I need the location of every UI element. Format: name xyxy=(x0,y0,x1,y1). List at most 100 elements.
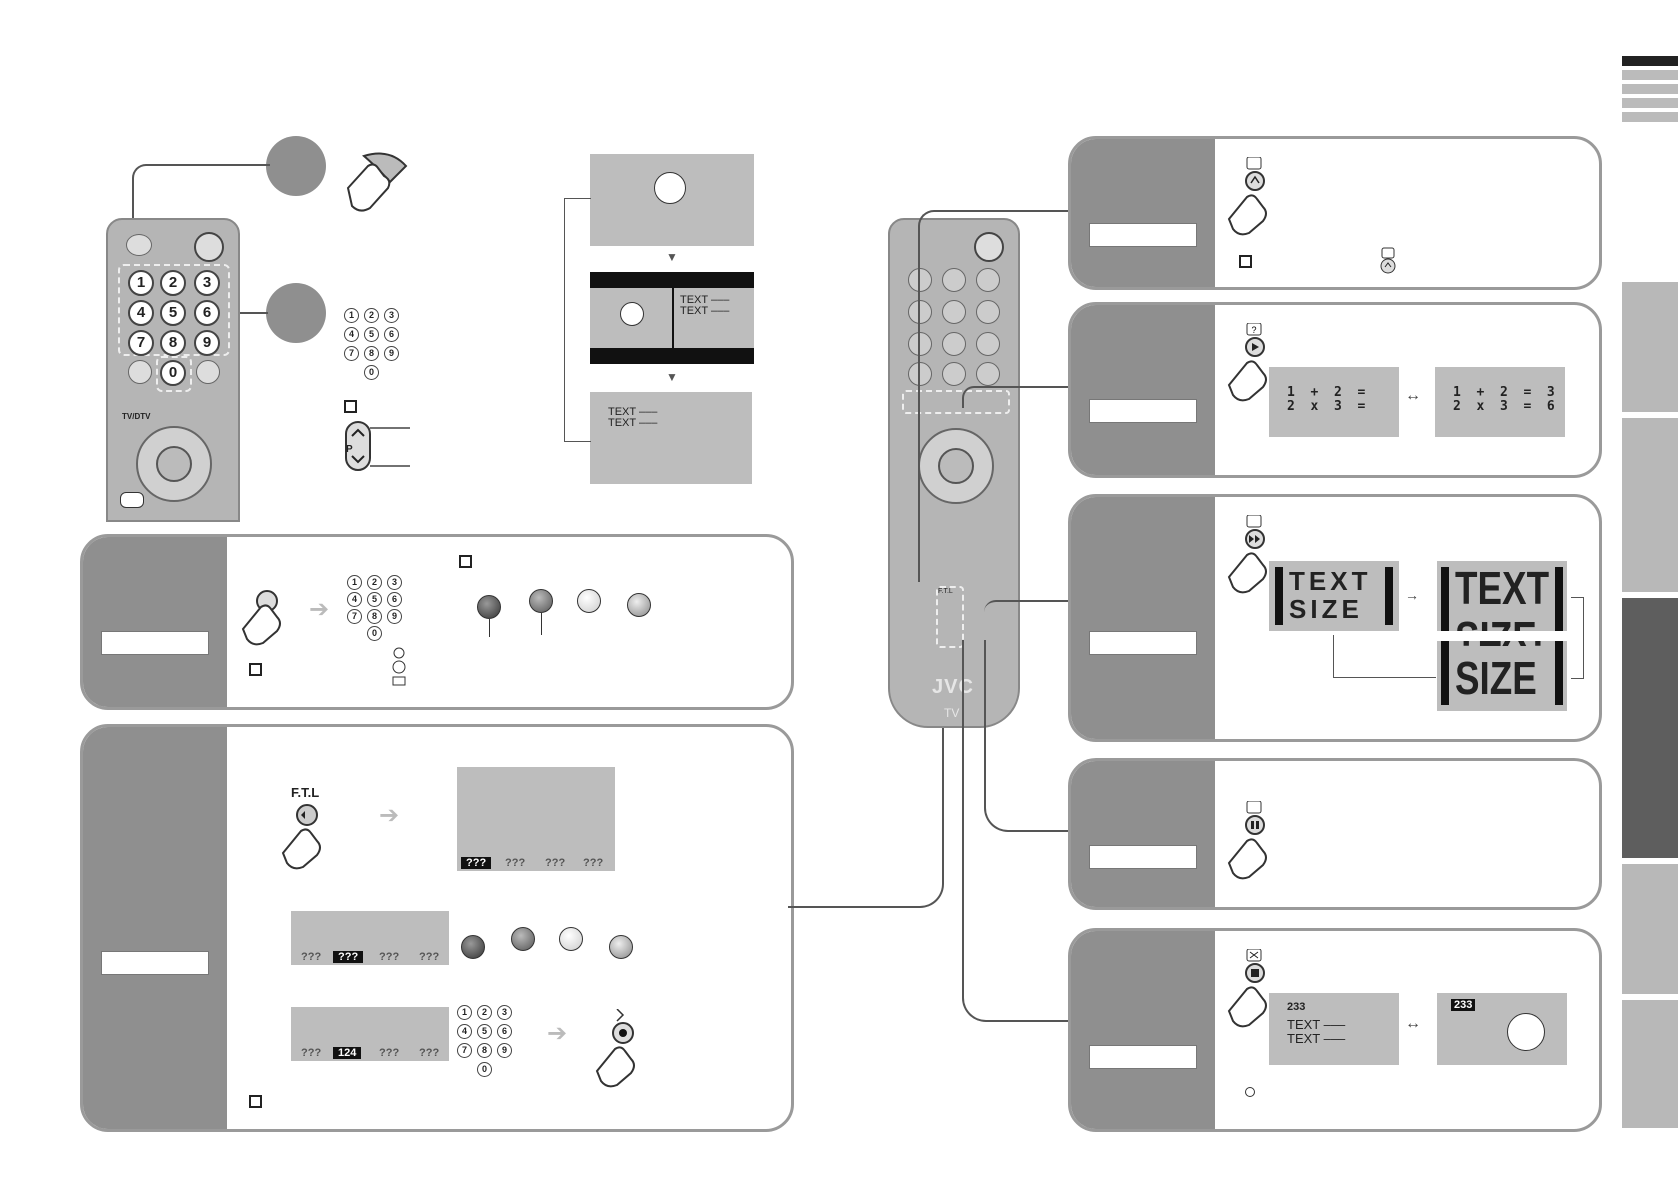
size-enlarged-top: TEXT xyxy=(1455,562,1550,614)
bar-item[interactable]: ??? xyxy=(419,1047,440,1059)
bar-item[interactable]: ??? xyxy=(301,951,322,963)
remote-key-1[interactable]: 1 xyxy=(128,270,154,296)
bar-item[interactable]: ??? xyxy=(301,1047,322,1059)
remote-button[interactable] xyxy=(942,362,966,386)
ok-button[interactable] xyxy=(938,448,974,484)
panel-label-box xyxy=(1089,845,1197,869)
keypad-key[interactable]: 6 xyxy=(497,1024,512,1039)
keypad-key[interactable]: 6 xyxy=(387,592,402,607)
remote-button[interactable] xyxy=(908,268,932,292)
size-enlarged-top-overflow: SIZE xyxy=(1455,613,1537,631)
remote-button[interactable] xyxy=(976,300,1000,324)
remote-button[interactable] xyxy=(908,332,932,356)
keypad-key[interactable]: 1 xyxy=(344,308,359,323)
remote-key-4[interactable]: 4 xyxy=(128,300,154,326)
keypad-key[interactable]: 7 xyxy=(347,609,362,624)
remote-button[interactable] xyxy=(976,268,1000,292)
keypad-key[interactable]: 2 xyxy=(367,575,382,590)
side-tab-5[interactable] xyxy=(1622,1000,1678,1128)
green-button[interactable] xyxy=(511,927,535,951)
keypad-key[interactable]: 5 xyxy=(364,327,379,342)
side-tab-3-active[interactable] xyxy=(1622,598,1678,858)
keypad-key[interactable]: 3 xyxy=(384,308,399,323)
keypad-key[interactable]: 8 xyxy=(367,609,382,624)
color-keys-highlight xyxy=(902,390,1010,414)
panel-label-box xyxy=(1089,631,1197,655)
remote-button[interactable] xyxy=(942,300,966,324)
keypad-key[interactable]: 8 xyxy=(477,1043,492,1058)
keypad-key[interactable]: 0 xyxy=(367,626,382,641)
remote-button[interactable] xyxy=(976,362,1000,386)
split-text-1: TEXT ––– xyxy=(680,294,730,306)
side-tab-1[interactable] xyxy=(1622,282,1678,412)
remote-key-7[interactable]: 7 xyxy=(128,330,154,356)
bar-item-selected[interactable]: ??? xyxy=(333,951,364,963)
reveal-screen-hidden: 1 + 2 = 2 x 3 = xyxy=(1269,367,1399,437)
yellow-button[interactable] xyxy=(559,927,583,951)
ok-button[interactable] xyxy=(156,446,192,482)
side-tab-2[interactable] xyxy=(1622,418,1678,592)
cyan-button[interactable] xyxy=(627,593,651,617)
keypad-key[interactable]: 9 xyxy=(497,1043,512,1058)
remote-button[interactable] xyxy=(976,332,1000,356)
power-button[interactable] xyxy=(974,232,1004,262)
keypad-key[interactable]: 9 xyxy=(387,609,402,624)
keypad-key[interactable]: 5 xyxy=(477,1024,492,1039)
yellow-button[interactable] xyxy=(577,589,601,613)
bar-item[interactable]: ??? xyxy=(379,1047,400,1059)
model-label: TV xyxy=(944,706,960,720)
page-entry-selected[interactable]: 124 xyxy=(333,1047,362,1059)
remote-key-6[interactable]: 6 xyxy=(194,300,220,326)
green-button[interactable] xyxy=(529,589,553,613)
keypad-key[interactable]: 1 xyxy=(347,575,362,590)
red-button[interactable] xyxy=(461,935,485,959)
bar-item[interactable]: ??? xyxy=(583,857,604,869)
remote-button[interactable] xyxy=(942,332,966,356)
keypad-key[interactable]: 4 xyxy=(344,327,359,342)
remote-key-0[interactable]: 0 xyxy=(160,360,186,386)
cyan-button[interactable] xyxy=(609,935,633,959)
keypad-key[interactable]: 0 xyxy=(364,365,379,380)
keypad-key[interactable]: 2 xyxy=(477,1005,492,1020)
keypad-key[interactable]: 7 xyxy=(344,346,359,361)
power-button[interactable] xyxy=(194,232,224,262)
note-square-icon xyxy=(1239,255,1252,268)
remote-button[interactable] xyxy=(908,362,932,386)
keypad-key[interactable]: 5 xyxy=(367,592,382,607)
remote-button[interactable] xyxy=(128,360,152,384)
remote-key-5[interactable]: 5 xyxy=(160,300,186,326)
remote-button[interactable] xyxy=(196,360,220,384)
channel-up-down-button[interactable] xyxy=(344,420,410,471)
remote-key-2[interactable]: 2 xyxy=(160,270,186,296)
bar-item-selected[interactable]: ??? xyxy=(461,857,492,869)
text-button[interactable] xyxy=(120,492,144,508)
keypad-key[interactable]: 0 xyxy=(477,1062,492,1077)
step-circle-1 xyxy=(266,136,326,196)
remote-key-8[interactable]: 8 xyxy=(160,330,186,356)
pointer-line xyxy=(489,619,490,637)
remote-button[interactable] xyxy=(908,300,932,324)
remote-top-button[interactable] xyxy=(126,234,152,256)
keypad-key[interactable]: 3 xyxy=(497,1005,512,1020)
keypad-key[interactable]: 8 xyxy=(364,346,379,361)
keypad-key[interactable]: 3 xyxy=(387,575,402,590)
keypad-key[interactable]: 4 xyxy=(347,592,362,607)
red-button[interactable] xyxy=(477,595,501,619)
keypad-key[interactable]: 2 xyxy=(364,308,379,323)
remote-key-9[interactable]: 9 xyxy=(194,330,220,356)
bar-item[interactable]: ??? xyxy=(505,857,526,869)
bar-item[interactable]: ??? xyxy=(545,857,566,869)
connector-line xyxy=(222,312,268,314)
keypad-key[interactable]: 7 xyxy=(457,1043,472,1058)
side-tab-4[interactable] xyxy=(1622,864,1678,994)
keypad-key[interactable]: 1 xyxy=(457,1005,472,1020)
navigation-ring[interactable] xyxy=(918,428,994,504)
keypad-key[interactable]: 6 xyxy=(384,327,399,342)
keypad-key[interactable]: 4 xyxy=(457,1024,472,1039)
cancel-hand-press-icon xyxy=(1223,948,1275,1034)
bar-item[interactable]: ??? xyxy=(379,951,400,963)
bar-item[interactable]: ??? xyxy=(419,951,440,963)
remote-button[interactable] xyxy=(942,268,966,292)
remote-key-3[interactable]: 3 xyxy=(194,270,220,296)
keypad-key[interactable]: 9 xyxy=(384,346,399,361)
